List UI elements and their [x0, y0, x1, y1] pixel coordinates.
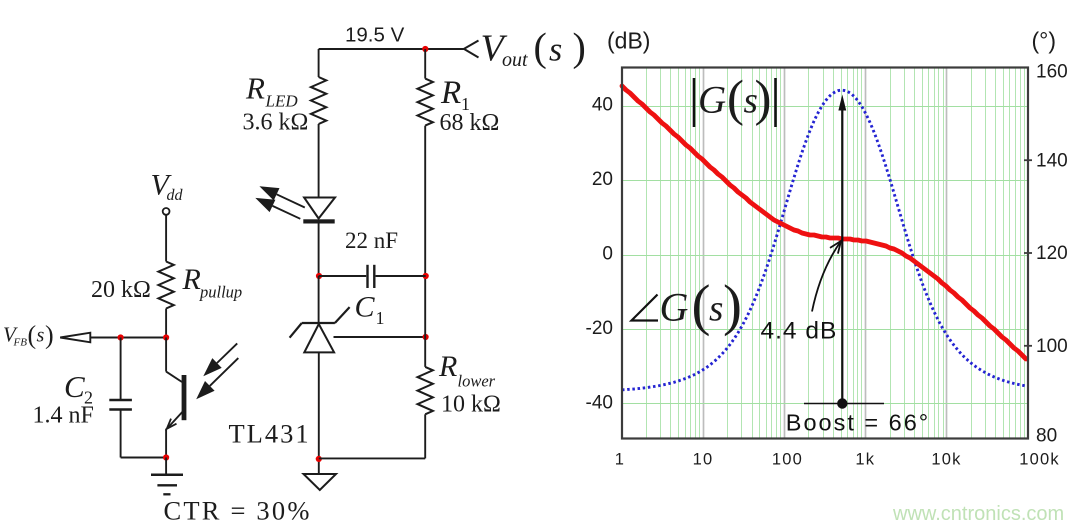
svg-text:Boost = 66°: Boost = 66°	[786, 410, 930, 436]
svg-text:s: s	[709, 289, 723, 330]
svg-text:-20: -20	[586, 318, 613, 339]
svg-text:2: 2	[84, 388, 93, 408]
svg-text:120: 120	[1036, 243, 1068, 264]
svg-text:V: V	[151, 169, 173, 202]
svg-text:1: 1	[461, 94, 470, 114]
svg-text:4.4 dB: 4.4 dB	[761, 318, 838, 345]
svg-text:40: 40	[592, 95, 613, 116]
svg-text:140: 140	[1036, 151, 1068, 172]
svg-text:22 nF: 22 nF	[345, 228, 398, 253]
svg-text:s: s	[549, 32, 562, 69]
svg-text:FB: FB	[13, 337, 28, 349]
svg-text:R: R	[440, 75, 461, 111]
svg-text:0: 0	[602, 244, 613, 265]
svg-text:www.cntronics.com: www.cntronics.com	[892, 503, 1064, 525]
svg-text:): )	[755, 71, 772, 127]
svg-text:(: (	[28, 321, 37, 350]
svg-text:-40: -40	[586, 392, 613, 413]
svg-text:C: C	[64, 369, 85, 404]
svg-text:R: R	[245, 71, 265, 106]
svg-text:V: V	[3, 323, 18, 347]
svg-text:): )	[723, 274, 742, 337]
svg-text:out: out	[502, 49, 528, 71]
svg-text:68 kΩ: 68 kΩ	[440, 110, 500, 136]
svg-text:(°): (°)	[1032, 28, 1057, 54]
svg-text:dd: dd	[167, 187, 184, 204]
svg-text:(: (	[534, 24, 547, 69]
svg-text:1: 1	[615, 451, 625, 469]
svg-text:20 kΩ: 20 kΩ	[91, 277, 151, 303]
svg-text:pullup: pullup	[199, 283, 242, 302]
svg-text:10: 10	[693, 451, 714, 469]
svg-text:1: 1	[376, 308, 385, 328]
svg-text:3.6 kΩ: 3.6 kΩ	[243, 110, 309, 136]
svg-text:R: R	[438, 350, 457, 383]
svg-text:80: 80	[1036, 426, 1057, 447]
svg-text:lower: lower	[458, 372, 496, 391]
svg-text:G: G	[698, 79, 726, 122]
svg-text:100: 100	[1036, 336, 1068, 357]
svg-text:19.5 V: 19.5 V	[345, 24, 405, 47]
svg-text:160: 160	[1036, 62, 1068, 83]
svg-text:10k: 10k	[931, 451, 961, 469]
svg-text:G: G	[660, 285, 689, 330]
svg-text:(: (	[727, 71, 744, 127]
svg-text:1.4 nF: 1.4 nF	[33, 403, 94, 429]
svg-text:V: V	[481, 28, 508, 70]
svg-text:10 kΩ: 10 kΩ	[441, 392, 501, 418]
svg-text:C: C	[355, 291, 376, 324]
svg-text:1k: 1k	[855, 451, 875, 469]
svg-text:s: s	[37, 325, 45, 347]
svg-text:(: (	[692, 274, 711, 337]
svg-text:100: 100	[772, 451, 803, 469]
svg-text:): )	[573, 24, 586, 69]
svg-text:R: R	[182, 263, 201, 296]
svg-text:s: s	[744, 81, 758, 122]
svg-text:): )	[45, 321, 54, 350]
svg-text:TL431: TL431	[229, 419, 311, 449]
svg-text:20: 20	[592, 169, 613, 190]
svg-text:(dB): (dB)	[607, 28, 650, 54]
svg-text:LED: LED	[265, 92, 299, 111]
svg-text:CTR = 30%: CTR = 30%	[164, 496, 312, 526]
svg-text:100k: 100k	[1019, 451, 1060, 469]
